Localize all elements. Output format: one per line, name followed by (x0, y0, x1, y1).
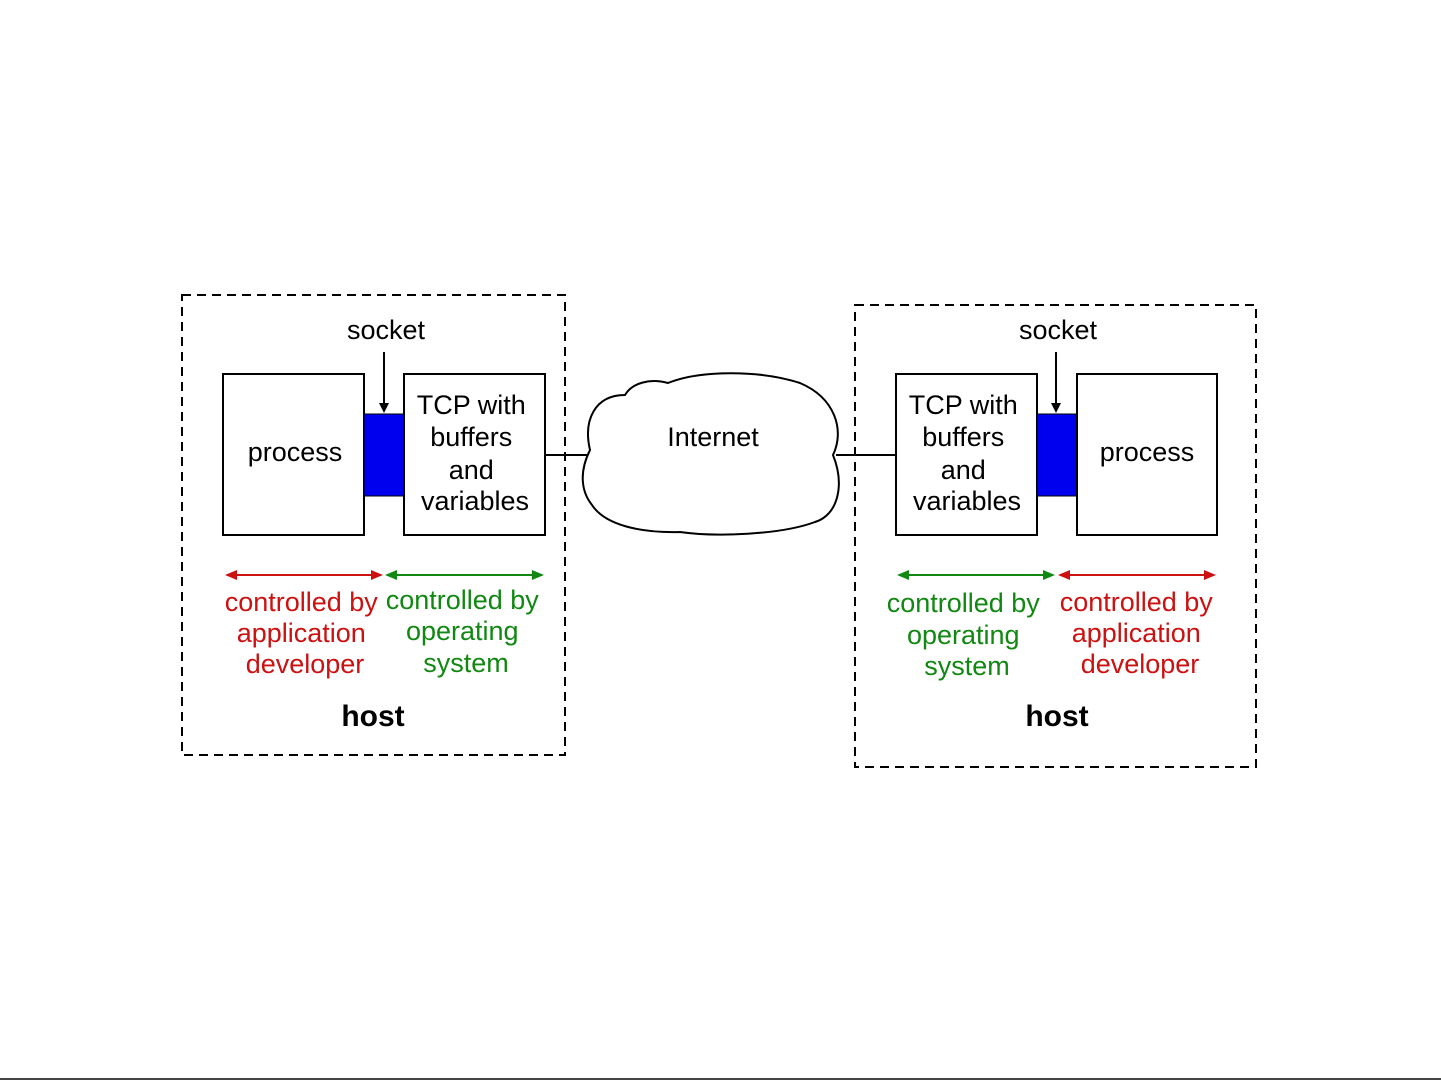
left-socket-block (364, 414, 404, 496)
left-tcp-line-2: buffers (430, 422, 512, 452)
left-app-dev-label: controlled by application developer (225, 587, 386, 679)
left-os-label: controlled by operating system (386, 585, 547, 678)
right-process-label: process (1100, 437, 1195, 467)
right-os-line-1: controlled by (887, 588, 1041, 618)
right-tcp-line-1: TCP with (909, 390, 1018, 420)
right-tcp-line-3: and (941, 455, 986, 485)
right-os-line-2: operating (907, 620, 1020, 650)
right-app-dev-label: controlled by application developer (1060, 587, 1221, 679)
left-host: socket process TCP with buffers and vari… (182, 295, 565, 755)
right-app-dev-line-1: controlled by (1060, 587, 1214, 617)
left-os-line-1: controlled by (386, 585, 540, 615)
left-tcp-line-1: TCP with (417, 390, 526, 420)
right-tcp-line-4: variables (913, 486, 1021, 516)
left-socket-label: socket (347, 315, 426, 345)
left-os-line-2: operating (406, 616, 519, 646)
right-os-line-3: system (924, 651, 1010, 681)
right-tcp-line-2: buffers (922, 422, 1004, 452)
internet: Internet (545, 373, 896, 534)
right-socket-label: socket (1019, 315, 1098, 345)
left-host-label: host (341, 700, 404, 733)
left-tcp-line-4: variables (421, 486, 529, 516)
left-process-label: process (248, 437, 343, 467)
right-host-label: host (1025, 700, 1088, 733)
left-os-line-3: system (423, 648, 509, 678)
right-app-dev-line-2: application (1072, 618, 1201, 648)
left-app-dev-line-3: developer (246, 649, 365, 679)
right-app-dev-line-3: developer (1081, 649, 1200, 679)
internet-label: Internet (667, 422, 759, 452)
right-socket-block (1037, 414, 1077, 496)
internet-cloud (583, 373, 839, 534)
left-app-dev-line-1: controlled by (225, 587, 379, 617)
left-app-dev-line-2: application (237, 618, 366, 648)
left-tcp-line-3: and (449, 455, 494, 485)
right-os-label: controlled by operating system (887, 588, 1048, 681)
right-host: socket TCP with buffers and variables pr… (855, 305, 1256, 767)
